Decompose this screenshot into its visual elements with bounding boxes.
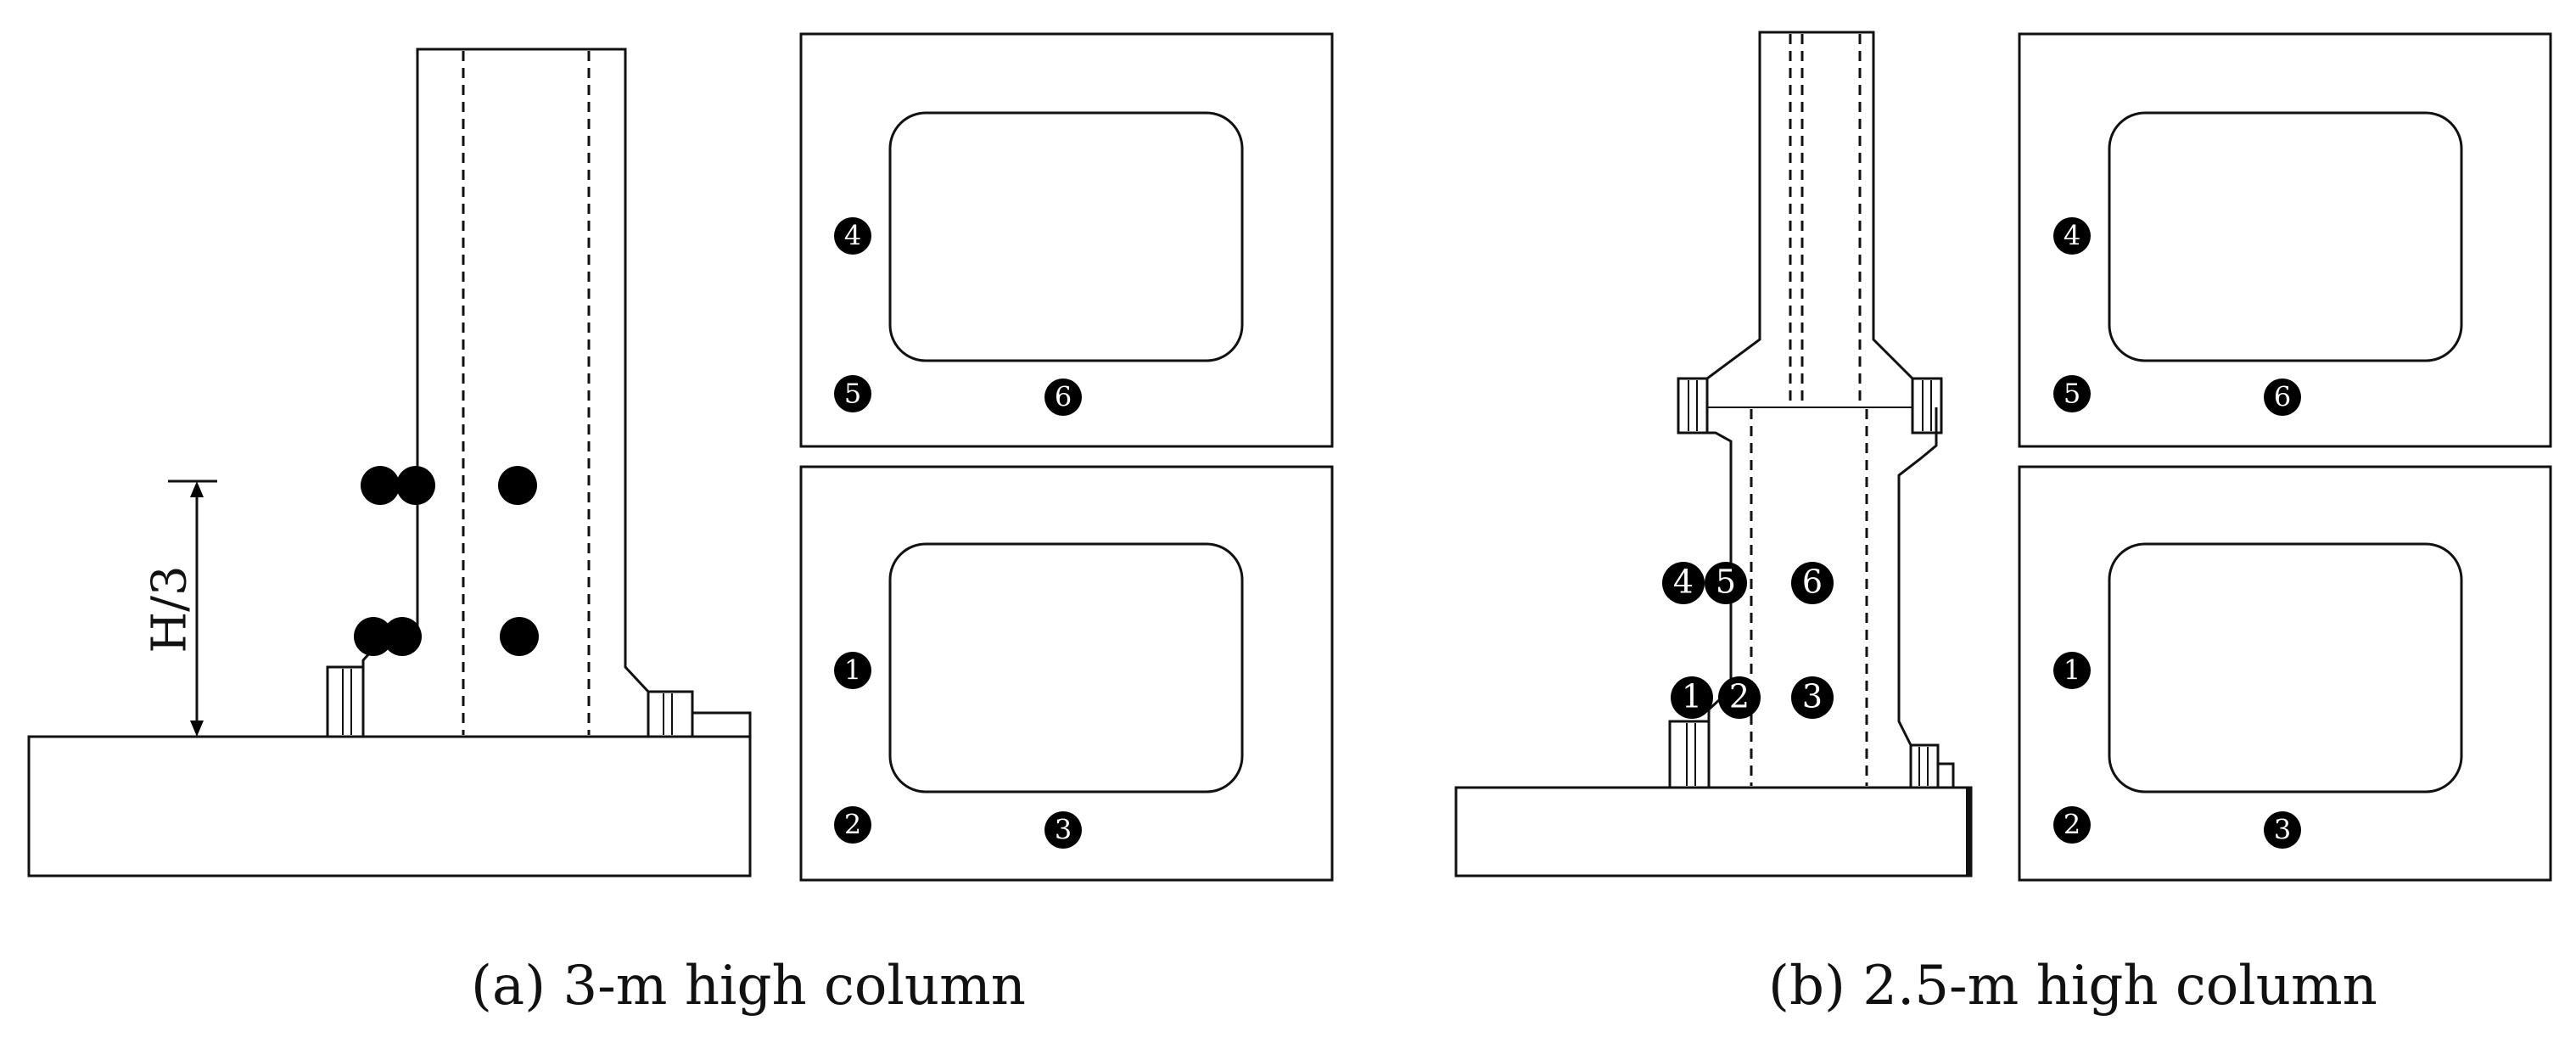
step-right-a xyxy=(692,711,752,737)
marker-label: 6 xyxy=(2274,381,2291,413)
section-a-bottom-frame xyxy=(799,465,1334,882)
dimension-h3 xyxy=(168,479,217,738)
section-b-bottom-markers: 1 2 3 xyxy=(2053,652,2301,849)
section-a-bottom xyxy=(799,465,1334,882)
marker-label: 6 xyxy=(1055,381,1072,413)
marker-dot xyxy=(354,617,393,656)
collar-left-b xyxy=(1677,377,1709,435)
section-b-top-markers: 4 5 6 xyxy=(2053,217,2301,416)
base-plate-right-a xyxy=(647,690,694,738)
column-a-elevation xyxy=(27,48,752,878)
marker-label: 2 xyxy=(2064,809,2080,841)
marker-label: 4 xyxy=(844,220,861,252)
marker-label: 6 xyxy=(1802,564,1823,601)
section-a-top-frame xyxy=(799,32,1334,448)
marker-label: 2 xyxy=(844,809,861,841)
marker-label: 3 xyxy=(1802,678,1823,715)
step-right-b xyxy=(1936,745,1955,788)
marker-label: 1 xyxy=(1682,678,1702,715)
marker-label: 3 xyxy=(1055,814,1072,846)
marker-label: 1 xyxy=(844,654,861,687)
section-a-bottom-markers: 1 2 3 xyxy=(834,652,1082,849)
marker-label: 4 xyxy=(2064,220,2080,252)
marker-label: 1 xyxy=(2064,654,2080,687)
column-b-elevation xyxy=(1454,31,1973,878)
marker-label: 3 xyxy=(2274,814,2291,846)
marker-label: 2 xyxy=(1729,678,1750,715)
dimension-label: H/3 xyxy=(143,565,198,653)
section-b-bottom-frame xyxy=(2018,465,2552,882)
lower-column-right-edge-b xyxy=(1897,407,1938,746)
caption-a: (a) 3-m high column xyxy=(471,955,1026,1018)
column-a-markers xyxy=(354,466,539,656)
section-b-bottom xyxy=(2018,465,2552,882)
marker-label: 5 xyxy=(2064,378,2080,410)
marker-label: 4 xyxy=(1673,564,1694,601)
section-a-top xyxy=(799,32,1334,448)
collar-right-b xyxy=(1911,377,1943,435)
marker-dot xyxy=(500,617,539,656)
section-a-top-void xyxy=(888,111,1244,362)
foundation-b xyxy=(1454,786,1973,878)
marker-label: 5 xyxy=(844,378,861,410)
foundation-a xyxy=(27,735,752,878)
marker-label: 5 xyxy=(1716,564,1736,601)
upper-column-b xyxy=(1706,31,1914,380)
column-b-markers: 1 2 3 4 5 6 xyxy=(1662,562,1834,719)
base-plate-left-b xyxy=(1668,720,1711,789)
section-a-top-markers: 4 5 6 xyxy=(834,217,1082,416)
marker-dot xyxy=(383,617,422,656)
caption-b: (b) 2.5-m high column xyxy=(1768,955,2377,1018)
marker-dot xyxy=(361,466,400,505)
section-b-top-void xyxy=(2108,111,2463,362)
base-plate-right-b xyxy=(1909,743,1940,789)
marker-dot xyxy=(498,466,537,505)
section-b-top-frame xyxy=(2018,32,2552,448)
section-b-bottom-void xyxy=(2108,542,2463,793)
marker-dot xyxy=(396,466,435,505)
section-a-bottom-void xyxy=(888,542,1244,793)
column-outline-a xyxy=(361,48,650,693)
section-b-top xyxy=(2018,32,2552,448)
base-plate-left-a xyxy=(326,665,365,738)
